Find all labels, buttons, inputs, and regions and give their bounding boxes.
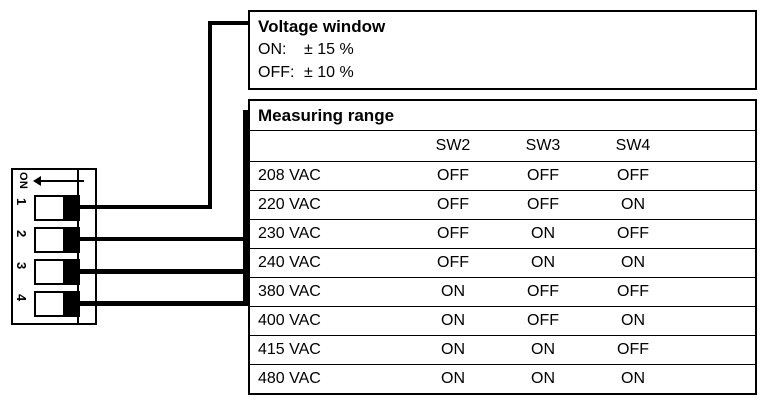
cell-sw4: ON [588, 248, 678, 278]
column-header-range [250, 130, 408, 162]
cell-range: 208 VAC [250, 161, 408, 191]
dip-switch-lever-1-slider [63, 197, 78, 219]
cell-sw3: OFF [498, 161, 588, 191]
cell-range: 415 VAC [250, 335, 408, 365]
column-header-sw4: SW4 [588, 130, 678, 162]
wire-sw2-horizontal [72, 237, 248, 241]
voltage-window-on-label: ON: [258, 41, 287, 58]
voltage-window-row-off: OFF: ± 10 % [258, 61, 755, 84]
cell-spacer [678, 190, 755, 220]
cell-range: 400 VAC [250, 306, 408, 336]
cell-range: 230 VAC [250, 219, 408, 249]
cell-sw3: OFF [498, 277, 588, 307]
voltage-window-panel: Voltage window ON: ± 15 % OFF: ± 10 % [248, 10, 757, 90]
wire-bus-vertical [243, 110, 248, 306]
cell-spacer [678, 335, 755, 365]
cell-sw2: ON [408, 364, 498, 393]
cell-spacer [678, 306, 755, 336]
cell-range: 480 VAC [250, 364, 408, 393]
column-header-sw2: SW2 [408, 130, 498, 162]
dip-switch-direction-line [40, 180, 84, 182]
cell-spacer [678, 161, 755, 191]
column-header-sw3: SW3 [498, 130, 588, 162]
cell-sw4: ON [588, 190, 678, 220]
cell-sw2: ON [408, 306, 498, 336]
wire-sw1-vertical [208, 21, 212, 209]
dip-switch-lever-1[interactable] [34, 195, 80, 221]
cell-sw2: ON [408, 335, 498, 365]
cell-sw4: OFF [588, 335, 678, 365]
cell-spacer [678, 277, 755, 307]
wire-sw3-horizontal [72, 269, 248, 274]
cell-spacer [678, 364, 755, 393]
voltage-window-off-label: OFF: [258, 64, 295, 81]
cell-sw4: OFF [588, 161, 678, 191]
dip-switch-number-1: 1 [14, 198, 29, 206]
cell-sw3: ON [498, 219, 588, 249]
cell-spacer [678, 248, 755, 278]
cell-sw2: OFF [408, 190, 498, 220]
dip-switch-lever-4-slider [63, 293, 78, 315]
cell-sw4: ON [588, 364, 678, 393]
cell-sw2: OFF [408, 161, 498, 191]
cell-sw2: OFF [408, 219, 498, 249]
voltage-window-on-value: ± 15 % [304, 41, 354, 58]
cell-sw2: ON [408, 277, 498, 307]
dip-switch-on-label: ON [17, 172, 29, 190]
table-header-row: SW2 SW3 SW4 [250, 130, 755, 162]
cell-sw3: ON [498, 335, 588, 365]
cell-range: 380 VAC [250, 277, 408, 307]
cell-sw2: OFF [408, 248, 498, 278]
left-arrow-icon [33, 176, 41, 186]
cell-sw3: OFF [498, 306, 588, 336]
cell-sw4: OFF [588, 219, 678, 249]
cell-sw4: ON [588, 306, 678, 336]
cell-sw3: ON [498, 364, 588, 393]
cell-sw3: ON [498, 248, 588, 278]
measuring-range-title: Measuring range [258, 106, 395, 125]
cell-sw4: OFF [588, 277, 678, 307]
voltage-window-row-on: ON: ± 15 % [258, 38, 755, 61]
wire-sw1-to-voltage-window [208, 21, 252, 25]
dip-switch-lever-3-slider [63, 261, 78, 283]
dip-switch-number-4: 4 [14, 294, 29, 302]
cell-range: 220 VAC [250, 190, 408, 220]
dip-switch-number-3: 3 [14, 262, 29, 270]
dip-switch-number-2: 2 [14, 230, 29, 238]
column-header-spacer [678, 130, 755, 162]
cell-range: 240 VAC [250, 248, 408, 278]
cell-spacer [678, 219, 755, 249]
dip-switch-lever-2-slider [63, 229, 78, 251]
wire-sw1-horizontal [72, 205, 212, 209]
voltage-window-title: Voltage window [258, 17, 386, 36]
wire-sw4-horizontal [72, 301, 248, 306]
voltage-window-off-value: ± 10 % [304, 64, 354, 81]
cell-sw3: OFF [498, 190, 588, 220]
